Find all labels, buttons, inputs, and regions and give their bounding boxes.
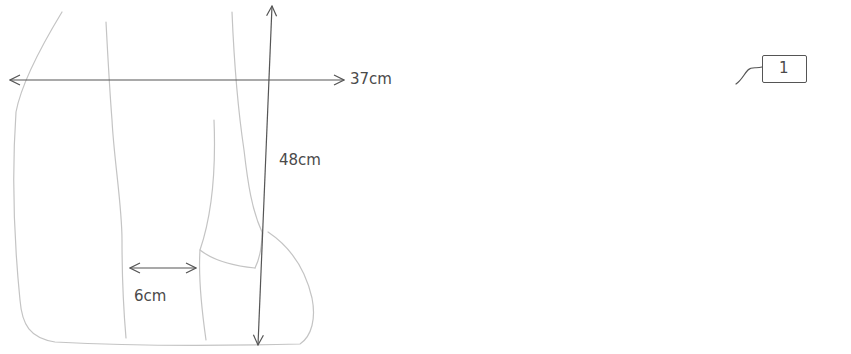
dimension-label: 48cm [279,152,321,169]
dimension-arrow [258,6,272,345]
panel-line [232,12,262,268]
callout-number: 1 [779,60,790,77]
panel-line [199,120,214,340]
dimension-label: 37cm [350,71,392,88]
dimension-arrow [130,267,196,268]
dimension-label: 6cm [134,288,166,305]
tag-string [736,67,762,84]
tag-box: 1 [762,55,807,83]
dimension-arrow [10,79,344,80]
object-outline [14,12,314,345]
panel-line [200,250,255,268]
panel-line [106,22,126,338]
